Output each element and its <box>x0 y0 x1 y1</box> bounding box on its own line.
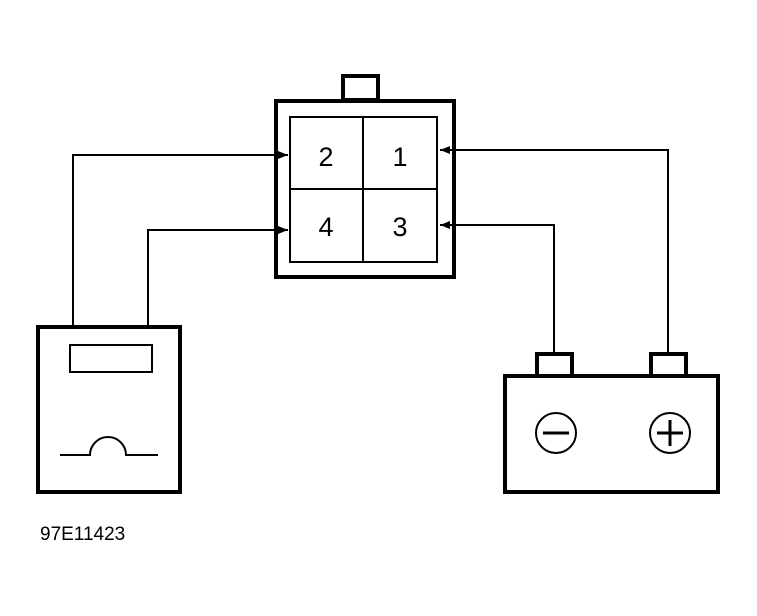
multimeter-display <box>69 344 153 373</box>
multimeter-icon <box>60 436 158 456</box>
battery-lead-to-pin-1 <box>440 146 669 355</box>
figure-reference-code: 97E11423 <box>40 524 125 545</box>
minus-terminal-icon <box>535 412 577 454</box>
pin-2-label: 2 <box>318 142 333 172</box>
plus-terminal-icon <box>649 412 691 454</box>
meter-lead-to-pin-2 <box>72 151 288 327</box>
pin-3-label: 3 <box>392 212 407 242</box>
pin-4-label: 4 <box>318 212 333 242</box>
connector: 2 1 4 3 <box>274 74 456 279</box>
battery-negative-post <box>535 352 574 378</box>
battery-lead-to-pin-3 <box>440 221 555 355</box>
connector-latch <box>341 74 380 102</box>
multimeter <box>36 325 182 494</box>
battery <box>503 352 720 494</box>
battery-positive-post <box>649 352 688 378</box>
pin-1-label: 1 <box>392 142 407 172</box>
meter-lead-to-pin-4 <box>147 226 288 327</box>
